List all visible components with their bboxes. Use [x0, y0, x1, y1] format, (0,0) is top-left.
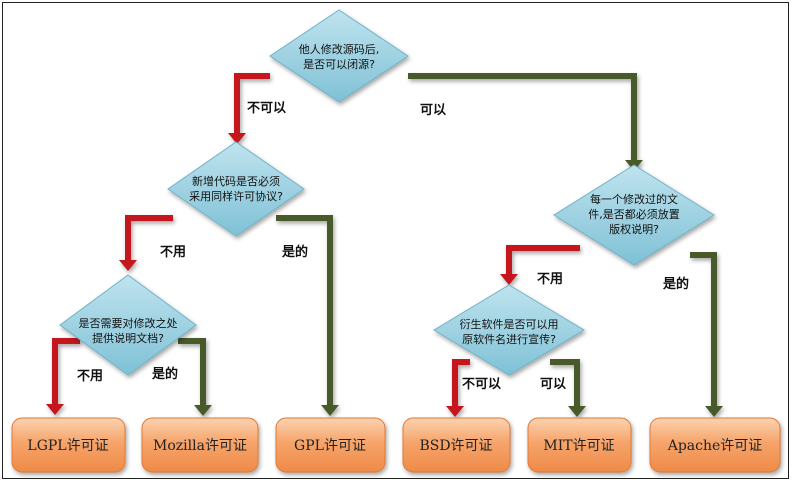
- decision-promote-name-line2: 原软件名进行宣传?: [462, 332, 556, 346]
- edge-label-d3-yes: 是的: [151, 366, 178, 382]
- edge-label-d5-yes: 可以: [540, 377, 566, 392]
- edge-d1-yes: [408, 73, 643, 171]
- license-label-gpl: GPL许可证: [294, 438, 366, 454]
- license-box-mit: MIT许可证: [527, 417, 632, 473]
- license-label-lgpl: LGPL许可证: [27, 438, 108, 454]
- license-box-apache: Apache许可证: [649, 417, 781, 473]
- license-box-mozilla: Mozilla许可证: [141, 417, 259, 473]
- edge-label-d1-yes: 可以: [420, 103, 446, 118]
- decision-closed-source: 他人修改源码后, 是否可以闭源?: [269, 9, 409, 103]
- decision-change-docs: 是否需要对修改之处 提供说明文档?: [59, 274, 197, 376]
- decision-copyright-notice-line2: 件,是否都必须放置: [588, 207, 680, 221]
- license-label-mit: MIT许可证: [543, 438, 614, 454]
- decision-closed-source-line2: 是否可以闭源?: [303, 57, 375, 71]
- decision-copyright-notice: 每一个修改过的文 件,是否都必须放置 版权说明?: [553, 164, 715, 266]
- edge-d4-no: [500, 245, 580, 285]
- edge-d2-no: [119, 215, 173, 271]
- decision-copyright-notice-line1: 每一个修改过的文: [590, 192, 678, 206]
- license-box-lgpl: LGPL许可证: [11, 417, 126, 473]
- decision-promote-name: 衍生软件是否可以用 原软件名进行宣传?: [433, 284, 585, 376]
- decision-same-license: 新增代码是否必须 采用同样许可协议?: [167, 141, 305, 237]
- edge-label-d2-yes: 是的: [281, 244, 308, 260]
- edge-d3-yes: [178, 338, 212, 416]
- license-box-gpl: GPL许可证: [275, 417, 386, 473]
- license-label-bsd: BSD许可证: [419, 438, 492, 454]
- decision-change-docs-line2: 提供说明文档?: [92, 331, 164, 345]
- edge-label-d4-no: 不用: [537, 272, 563, 287]
- decision-change-docs-line1: 是否需要对修改之处: [79, 316, 178, 330]
- edge-label-d5-no: 不可以: [462, 377, 501, 392]
- edge-label-d2-no: 不用: [160, 245, 186, 260]
- edge-d1-no: [228, 73, 270, 144]
- license-label-mozilla: Mozilla许可证: [153, 438, 247, 454]
- license-label-apache: Apache许可证: [667, 438, 763, 454]
- decision-promote-name-line1: 衍生软件是否可以用: [460, 317, 559, 331]
- edge-label-d3-no: 不用: [77, 369, 103, 384]
- decision-same-license-line1: 新增代码是否必须: [192, 174, 280, 188]
- edge-d5-yes: [550, 359, 586, 417]
- decision-same-license-line2: 采用同样许可协议?: [189, 189, 283, 203]
- edge-d4-yes: [690, 252, 723, 417]
- edge-d5-no: [446, 359, 470, 417]
- decision-copyright-notice-line3: 版权说明?: [609, 222, 659, 236]
- decision-closed-source-line1: 他人修改源码后,: [299, 42, 380, 56]
- edge-d2-yes: [276, 215, 339, 416]
- edge-label-d1-no: 不可以: [247, 101, 286, 116]
- edge-d3-no: [46, 338, 80, 415]
- edge-label-d4-yes: 是的: [662, 276, 689, 292]
- license-box-bsd: BSD许可证: [402, 417, 511, 473]
